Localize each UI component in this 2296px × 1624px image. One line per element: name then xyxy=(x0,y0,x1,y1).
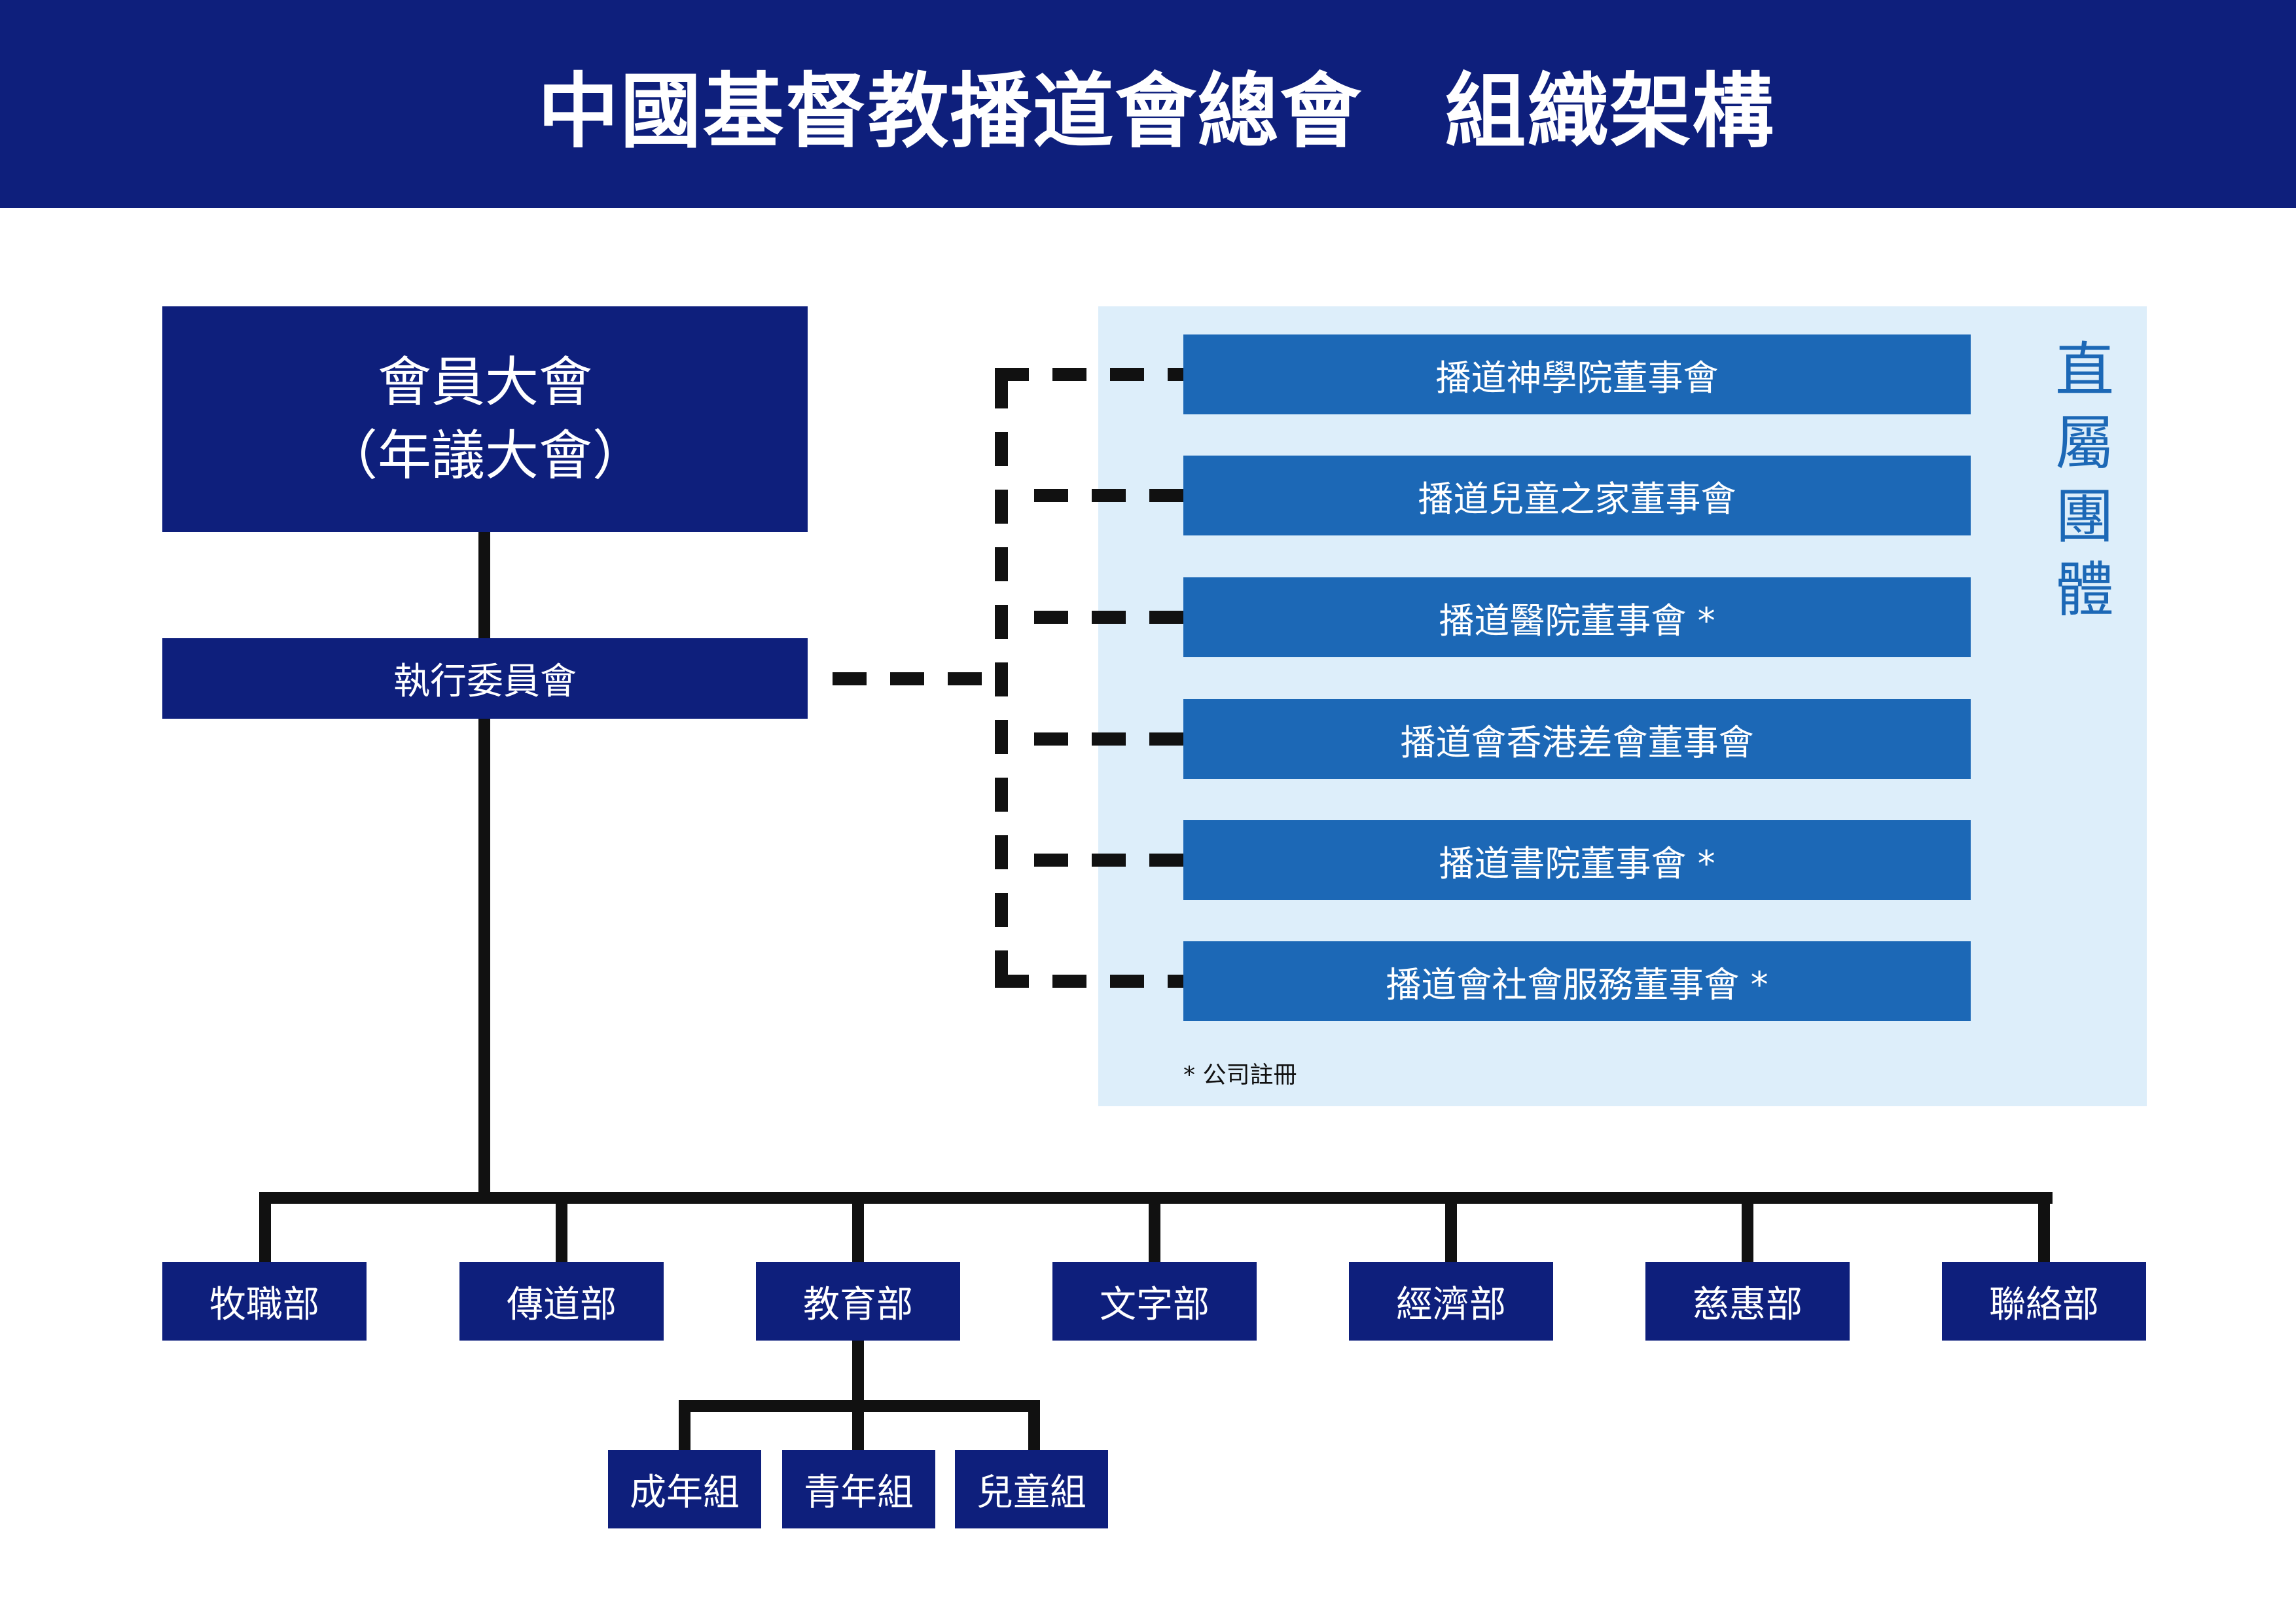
affiliate-label: 播道醫院董事會 * xyxy=(1439,600,1715,641)
group-children: 兒童組 xyxy=(955,1450,1108,1528)
group-adult: 成年組 xyxy=(608,1450,761,1528)
header-banner: 中國基督教播道會總會 組織架構 xyxy=(0,0,2296,208)
executive-committee-label: 執行委員會 xyxy=(393,660,577,703)
group-youth: 青年組 xyxy=(782,1450,935,1528)
page-title: 中國基督教播道會總會 組織架構 xyxy=(537,65,1775,159)
department-label: 慈惠部 xyxy=(1693,1283,1803,1326)
affiliate-2: 播道兒童之家董事會 xyxy=(1183,456,1971,535)
label-char: 體 xyxy=(2055,556,2114,624)
affiliate-4: 播道會香港差會董事會 xyxy=(1183,699,1971,779)
affiliate-label: 播道會社會服務董事會 * xyxy=(1386,964,1768,1005)
executive-committee-box: 執行委員會 xyxy=(162,638,808,719)
department-4: 文字部 xyxy=(1052,1262,1257,1341)
department-2: 傳道部 xyxy=(459,1262,664,1341)
label-char: 屬 xyxy=(2055,409,2114,478)
affiliate-1: 播道神學院董事會 xyxy=(1183,334,1971,414)
affiliate-label: 播道兒童之家董事會 xyxy=(1418,478,1736,520)
group-label: 成年組 xyxy=(630,1471,740,1514)
general-assembly-label: 會員大會 xyxy=(377,351,592,414)
affiliate-3: 播道醫院董事會 * xyxy=(1183,577,1971,657)
department-label: 牧職部 xyxy=(209,1283,319,1326)
department-label: 聯絡部 xyxy=(1989,1283,2099,1326)
affiliate-label: 播道書院董事會 * xyxy=(1439,842,1715,884)
group-label: 兒童組 xyxy=(977,1471,1086,1514)
affiliate-label: 播道會香港差會董事會 xyxy=(1400,721,1754,763)
department-label: 文字部 xyxy=(1100,1283,1210,1326)
department-label: 傳道部 xyxy=(507,1283,617,1326)
department-7: 聯絡部 xyxy=(1942,1262,2146,1341)
group-label: 青年組 xyxy=(804,1471,914,1514)
department-label: 經濟部 xyxy=(1396,1283,1506,1326)
affiliates-vertical-label: 直 屬 團 體 xyxy=(2049,334,2121,627)
affiliate-label: 播道神學院董事會 xyxy=(1435,357,1719,399)
department-6: 慈惠部 xyxy=(1645,1262,1850,1341)
department-5: 經濟部 xyxy=(1349,1262,1553,1341)
general-assembly-box: 會員大會 （年議大會） xyxy=(162,306,808,532)
affiliate-5: 播道書院董事會 * xyxy=(1183,820,1971,900)
annual-meeting-label: （年議大會） xyxy=(323,424,646,487)
department-label: 教育部 xyxy=(803,1283,913,1326)
affiliate-6: 播道會社會服務董事會 * xyxy=(1183,941,1971,1021)
department-3: 教育部 xyxy=(756,1262,960,1341)
label-char: 團 xyxy=(2055,482,2114,551)
registration-note: * 公司註冊 xyxy=(1183,1062,1297,1089)
department-1: 牧職部 xyxy=(162,1262,367,1341)
label-char: 直 xyxy=(2055,336,2114,405)
